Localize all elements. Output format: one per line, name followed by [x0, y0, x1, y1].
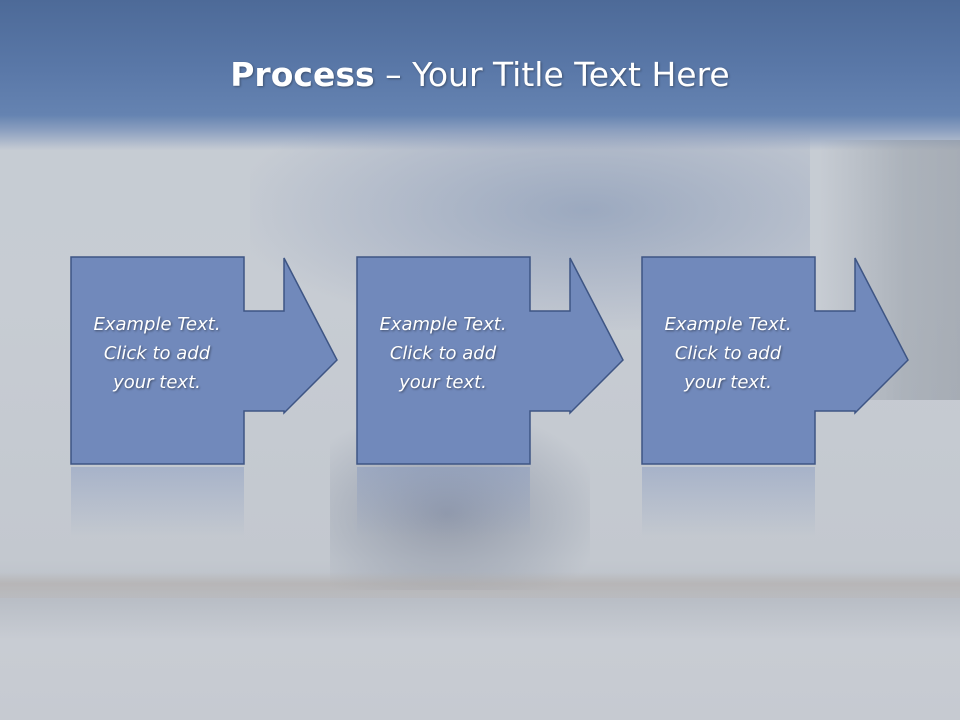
process-step-2-text[interactable]: Example Text. Click to add your text. — [357, 310, 529, 397]
title-band — [0, 0, 960, 150]
step-2-line-3: your text. — [399, 372, 487, 393]
background-photo-floor — [0, 572, 960, 598]
process-step-1-text[interactable]: Example Text. Click to add your text. — [71, 310, 243, 397]
process-step-3-shape[interactable] — [641, 256, 911, 546]
title-rest: – Your Title Text Here — [374, 55, 730, 94]
step-3-line-2: Click to add — [674, 343, 782, 364]
step-1-line-3: your text. — [113, 372, 201, 393]
slide-title[interactable]: Process – Your Title Text Here — [0, 52, 960, 98]
step-2-line-1: Example Text. — [379, 314, 507, 335]
process-step-3-text[interactable]: Example Text. Click to add your text. — [642, 310, 814, 397]
step-1-line-1: Example Text. — [93, 314, 221, 335]
step-3-line-1: Example Text. — [664, 314, 792, 335]
step-1-line-2: Click to add — [103, 343, 211, 364]
step-2-line-2: Click to add — [389, 343, 497, 364]
process-step-2-shape[interactable] — [356, 256, 626, 546]
step-3-line-3: your text. — [684, 372, 772, 393]
title-bold-word: Process — [230, 55, 375, 94]
process-step-1-shape[interactable] — [70, 256, 340, 546]
